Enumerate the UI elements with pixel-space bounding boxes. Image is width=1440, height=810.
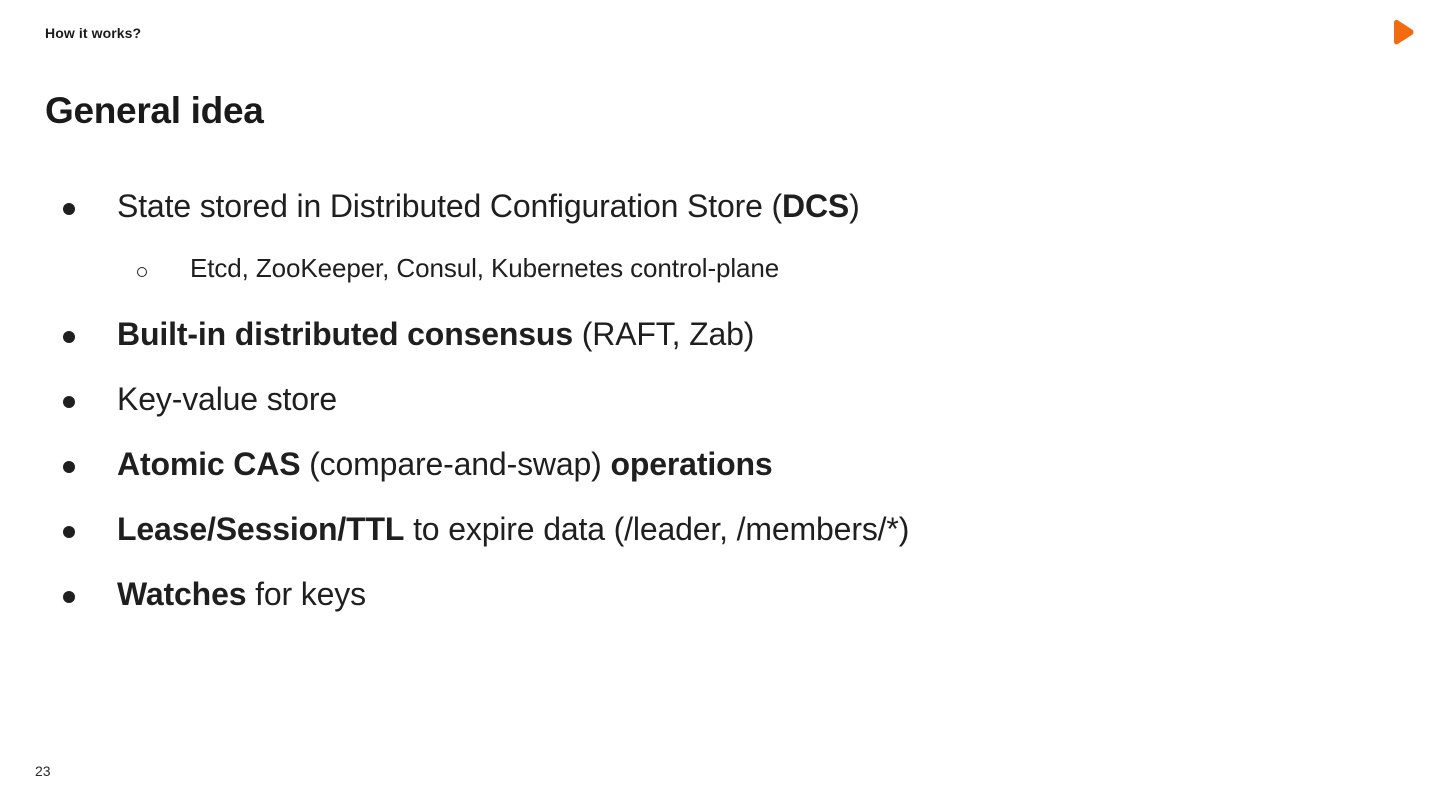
hollow-circle-bullet-icon: [137, 267, 147, 277]
bullet-marker-cell: [45, 509, 117, 538]
bullet-text-emphasis: Atomic CAS: [117, 446, 301, 482]
bullet-marker-cell: [45, 314, 117, 343]
bullet-item: State stored in Distributed Configuratio…: [45, 186, 1375, 251]
bullet-item: Lease/Session/TTL to expire data (/leade…: [45, 509, 1375, 574]
bullet-text-normal: State stored in Distributed Configuratio…: [117, 188, 782, 224]
filled-disc-bullet-icon: [63, 526, 75, 538]
bullet-item: Key-value store: [45, 379, 1375, 444]
bullet-text: Atomic CAS (compare-and-swap) operations: [117, 444, 773, 484]
play-triangle-logo-icon: [1394, 19, 1414, 45]
bullet-text-normal: (compare-and-swap): [300, 446, 611, 482]
bullet-text-normal: (RAFT, Zab): [572, 316, 755, 352]
page-number: 23: [35, 763, 51, 779]
bullet-text: Watches for keys: [117, 574, 366, 614]
bullet-text-emphasis: Watches: [117, 576, 247, 612]
bullet-marker-cell: [45, 444, 117, 473]
bullet-marker-cell: [45, 251, 190, 277]
bullet-text-normal: Etcd, ZooKeeper, Consul, Kubernetes cont…: [190, 253, 780, 283]
bullet-marker-cell: [45, 379, 117, 408]
filled-disc-bullet-icon: [63, 331, 75, 343]
bullet-text-emphasis: Built-in distributed consensus: [117, 316, 573, 352]
filled-disc-bullet-icon: [63, 461, 75, 473]
bullet-text: Key-value store: [117, 379, 337, 419]
bullet-text: Lease/Session/TTL to expire data (/leade…: [117, 509, 909, 549]
bullet-text: State stored in Distributed Configuratio…: [117, 186, 860, 226]
bullet-text-emphasis: operations: [610, 446, 773, 482]
bullet-text-normal: ): [849, 188, 860, 224]
bullet-text-emphasis: Lease/Session/TTL: [117, 511, 405, 547]
bullet-text-normal: Key-value store: [117, 381, 338, 417]
bullet-text: Built-in distributed consensus (RAFT, Za…: [117, 314, 754, 354]
page-title: General idea: [45, 90, 264, 131]
filled-disc-bullet-icon: [63, 203, 75, 215]
filled-disc-bullet-icon: [63, 591, 75, 603]
slide-kicker: How it works?: [45, 25, 142, 41]
bullet-text-normal: for keys: [246, 576, 366, 612]
bullet-item: Built-in distributed consensus (RAFT, Za…: [45, 314, 1375, 379]
bullet-text-normal: to expire data (/leader, /members/*): [404, 511, 910, 547]
bullet-item: Watches for keys: [45, 574, 1375, 639]
bullet-item: Atomic CAS (compare-and-swap) operations: [45, 444, 1375, 509]
bullet-marker-cell: [45, 186, 117, 215]
bullet-list: State stored in Distributed Configuratio…: [45, 186, 1375, 639]
bullet-marker-cell: [45, 574, 117, 603]
bullet-text: Etcd, ZooKeeper, Consul, Kubernetes cont…: [190, 251, 779, 285]
bullet-text-emphasis: DCS: [782, 188, 850, 224]
sub-bullet-item: Etcd, ZooKeeper, Consul, Kubernetes cont…: [45, 251, 1375, 314]
filled-disc-bullet-icon: [63, 396, 75, 408]
